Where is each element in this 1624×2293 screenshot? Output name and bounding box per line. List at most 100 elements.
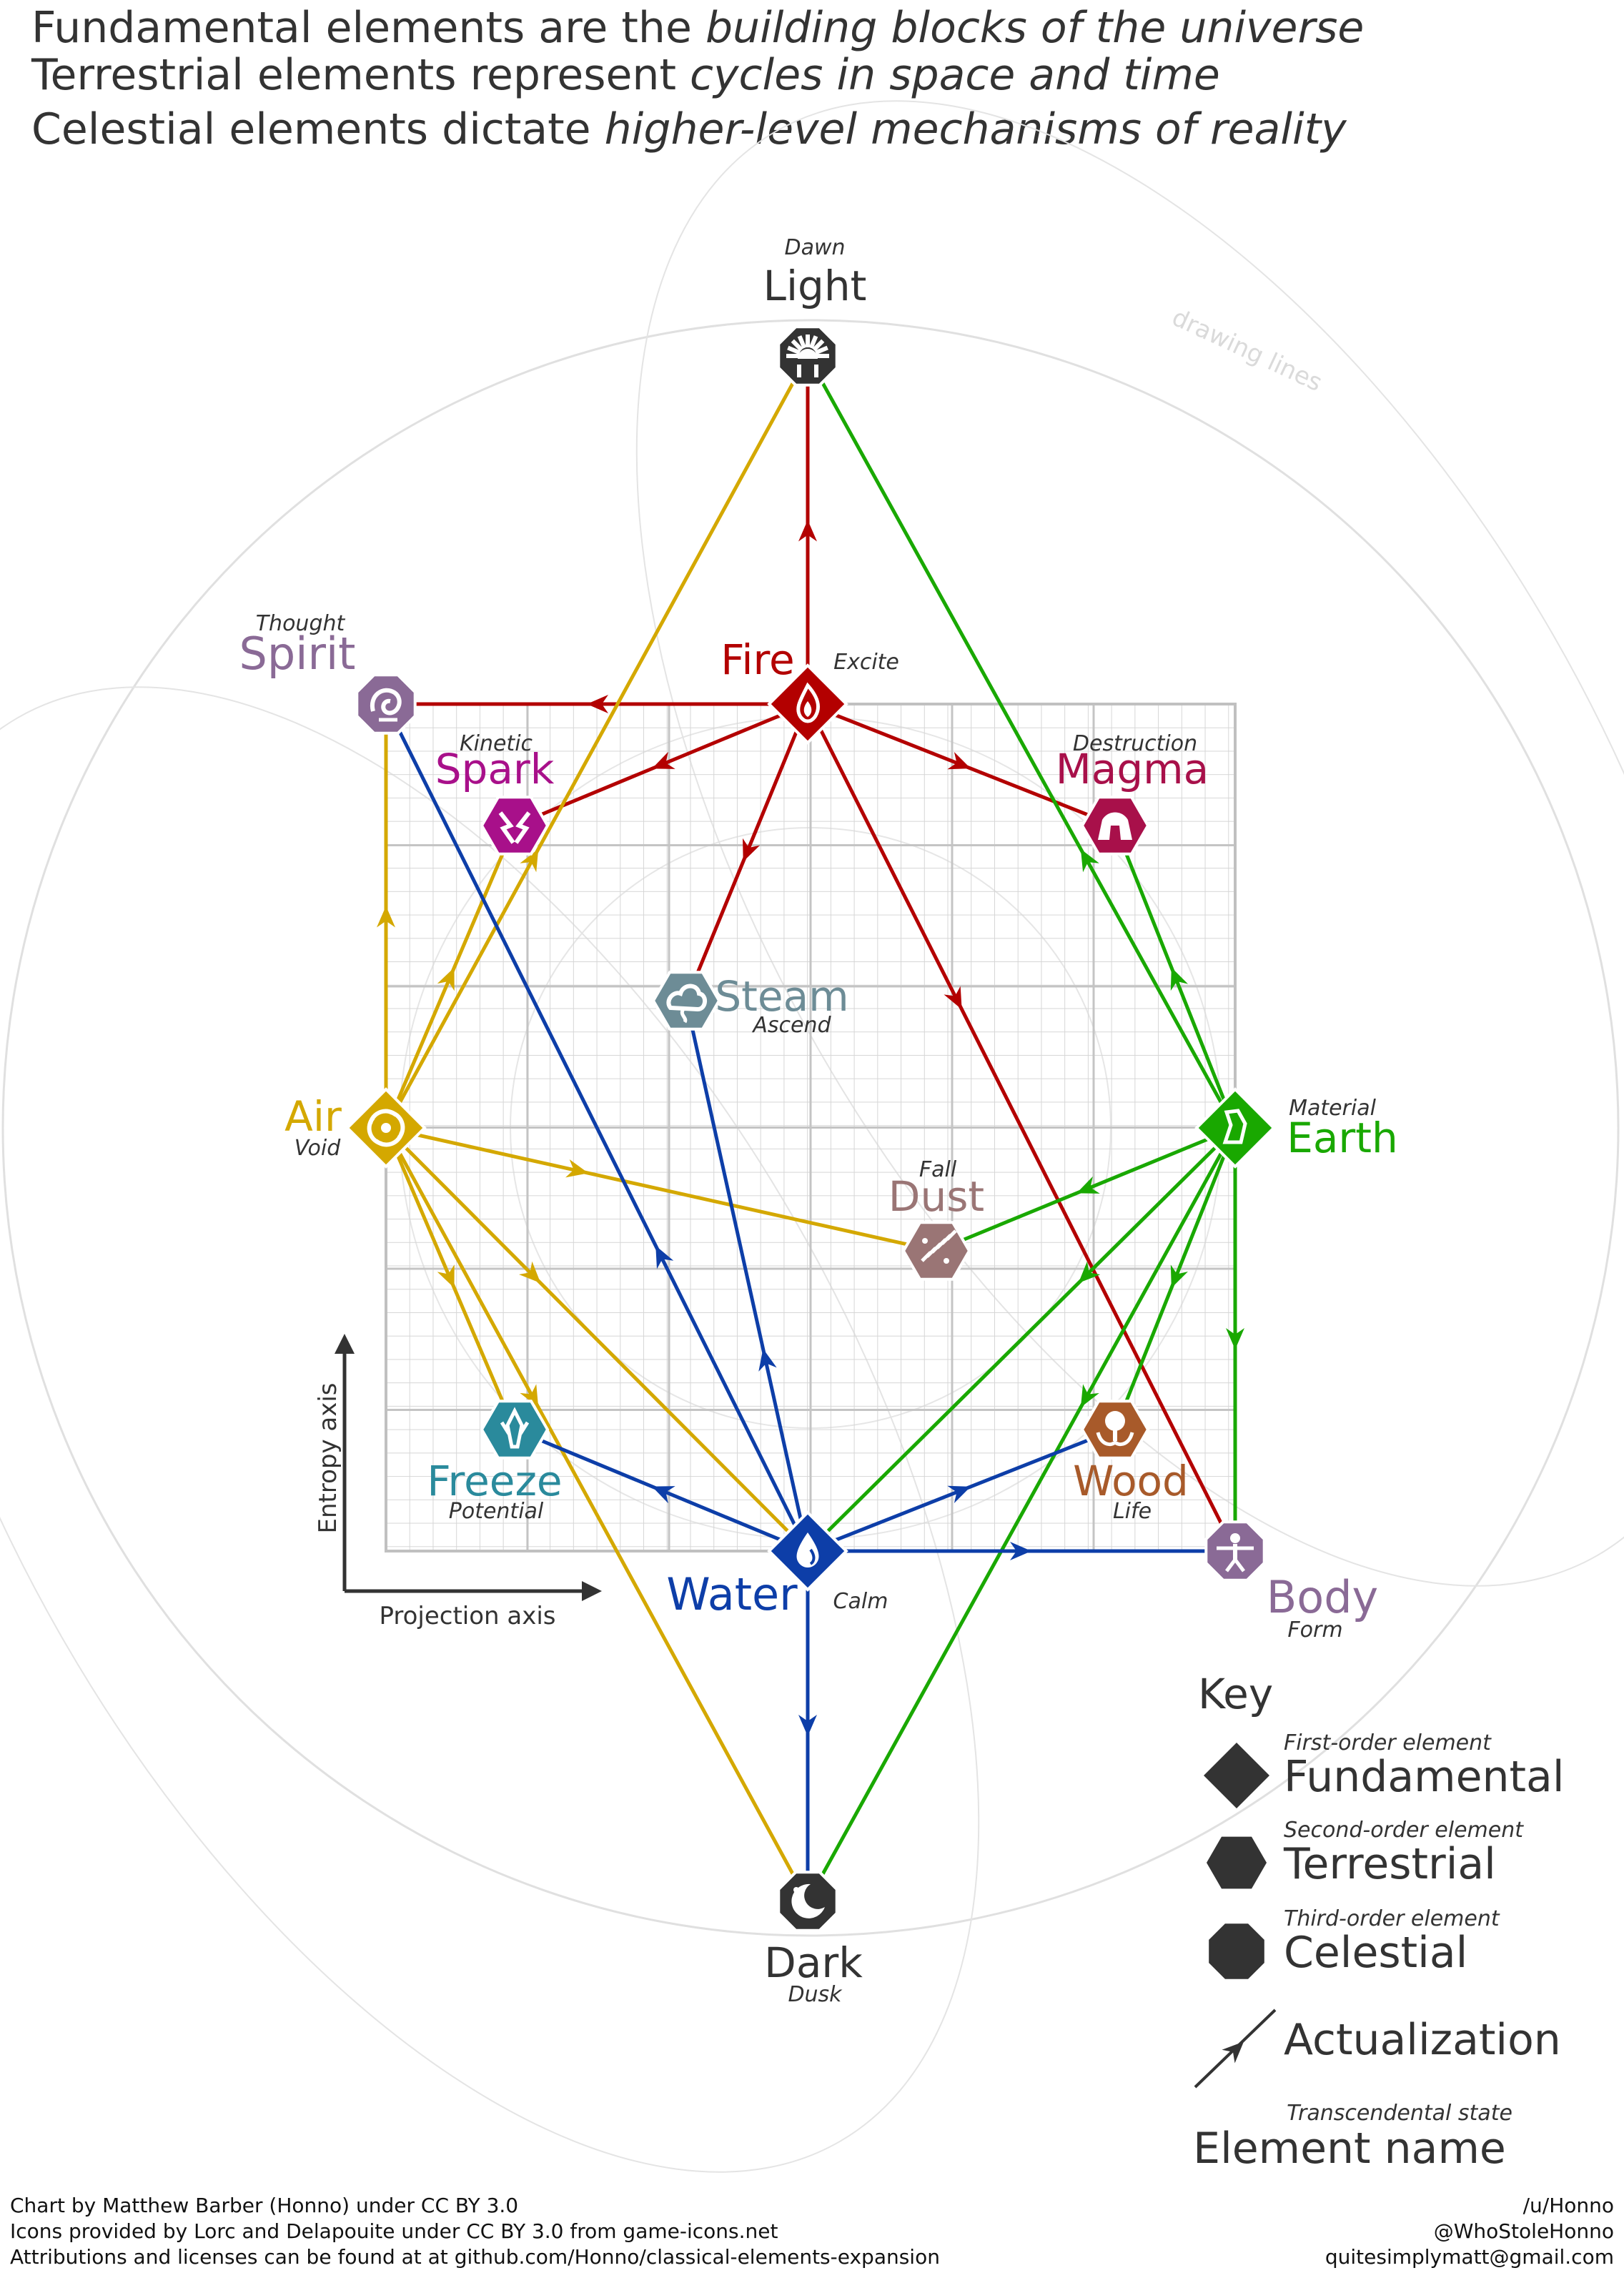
key-actualization-arrow-icon — [1222, 2041, 1244, 2064]
drawing-lines-label: drawing lines — [1167, 303, 1326, 397]
spark-state-label: Kinetic — [460, 731, 533, 756]
header-line-2: Terrestrial elements represent cycles in… — [31, 50, 1220, 100]
water-label: Water — [666, 1568, 798, 1620]
tree-hands-icon — [1096, 1411, 1134, 1447]
light-state-label: Dawn — [784, 235, 845, 260]
key-terrestrial-hexagon — [1207, 1836, 1267, 1889]
actualization-arrow — [565, 1159, 589, 1178]
actualization-arrow — [1010, 1542, 1031, 1560]
water-state-label: Calm — [833, 1589, 888, 1614]
fire-label: Fire — [721, 635, 795, 684]
actualization-arrow — [652, 751, 675, 769]
contact-line: @WhoStoleHonno — [1433, 2219, 1614, 2243]
earth-node-shape — [1194, 1087, 1276, 1169]
actualization-arrow — [587, 695, 608, 713]
key-element-name: Element name — [1193, 2124, 1506, 2174]
dust-node — [901, 1221, 971, 1281]
wood-state-label: Life — [1113, 1499, 1152, 1524]
actualization-arrow — [743, 838, 761, 862]
steam-node — [651, 971, 721, 1031]
contact-line: quitesimplymatt@gmail.com — [1325, 2245, 1614, 2269]
connection-air-light — [384, 355, 810, 1129]
connection-water-steam — [684, 1000, 810, 1552]
projection-axis-arrowhead — [582, 1581, 602, 1601]
freeze-label: Freeze — [427, 1457, 562, 1505]
lava-cave-icon — [1098, 812, 1132, 840]
header-line-3: Celestial elements dictate higher-level … — [31, 104, 1347, 154]
air-label: Air — [284, 1092, 342, 1141]
actualization-arrow — [1076, 1176, 1100, 1194]
connection-water-spirit — [384, 703, 810, 1552]
actualization-arrow — [655, 1245, 674, 1269]
connection-earth-light — [806, 355, 1237, 1129]
steam-state-label: Ascend — [751, 1013, 831, 1038]
sunburst-icon — [786, 335, 829, 377]
actualization-arrow — [944, 986, 962, 1010]
dust-particles-icon — [921, 1229, 957, 1264]
actualization-arrow — [798, 520, 817, 542]
water-drop-icon — [796, 1532, 819, 1568]
actualization-arrow — [1226, 1328, 1244, 1349]
flame-icon — [796, 682, 821, 723]
dark-state-label: Dusk — [788, 1982, 843, 2007]
vitruvian-man-icon — [1217, 1533, 1254, 1573]
actualization-arrow — [437, 1264, 455, 1288]
dust-node-shape — [901, 1221, 971, 1281]
actualization-arrow — [947, 1485, 971, 1503]
spark-node-shape — [480, 796, 550, 856]
magma-state-label: Destruction — [1073, 731, 1197, 756]
element-labels: LightDawnDarkDuskSpiritThoughtBodyFormFi… — [239, 235, 1398, 2007]
header-line-1: Fundamental elements are the building bl… — [31, 3, 1365, 53]
contact-footer: /u/Honno @WhoStoleHonno quitesimplymatt@… — [1325, 2193, 1614, 2270]
key-item-label: Actualization — [1284, 2015, 1561, 2065]
dust-state-label: Fall — [919, 1157, 957, 1182]
spirit-swirl-icon — [370, 688, 402, 722]
whirlwind-icon — [367, 1109, 405, 1147]
wood-label: Wood — [1073, 1457, 1189, 1505]
actualization-arrow — [1170, 967, 1188, 991]
key-item-subtitle: First-order element — [1284, 1730, 1492, 1755]
credits-footer: Chart by Matthew Barber (Honno) under CC… — [10, 2193, 940, 2270]
projection-axis-label: Projection axis — [379, 1602, 555, 1630]
key-state-subtitle: Transcendental state — [1287, 2101, 1512, 2126]
connection-earth-water — [806, 1126, 1237, 1552]
earth-state-label: Material — [1289, 1096, 1377, 1121]
spark-label: Spark — [435, 745, 555, 793]
steam-node-shape — [651, 971, 721, 1031]
spirit-label: Spirit — [239, 628, 356, 680]
key-item-label: Celestial — [1284, 1928, 1467, 1978]
body-node — [1204, 1520, 1266, 1582]
actualization-arrow — [518, 1261, 541, 1284]
element-diagram: drawing lines LightDawnDarkDuskSpiritTho… — [0, 100, 1624, 2174]
ice-crystal-icon — [500, 1407, 530, 1449]
actualization-arrow — [947, 752, 971, 770]
key-item-subtitle: Second-order element — [1284, 1818, 1524, 1843]
dark-node — [777, 1871, 838, 1932]
key-item-label: Terrestrial — [1283, 1839, 1496, 1889]
actualization-arrow — [377, 906, 395, 928]
actualization-arrow — [1078, 1261, 1101, 1284]
freeze-node — [480, 1400, 550, 1460]
dust-label: Dust — [888, 1172, 984, 1221]
spirit-node — [355, 673, 417, 735]
connection-lines — [377, 355, 1244, 1903]
credit-line: Attributions and licenses can be found a… — [10, 2245, 940, 2269]
key-item-label: Fundamental — [1284, 1752, 1565, 1802]
body-label: Body — [1267, 1571, 1379, 1623]
key-title: Key — [1198, 1670, 1273, 1718]
steam-label: Steam — [715, 972, 848, 1021]
dark-node-shape — [777, 1871, 838, 1932]
crescent-moon-icon — [791, 1883, 825, 1918]
earth-node — [1194, 1087, 1276, 1169]
drawing-circle — [1, 319, 1620, 1937]
entropy-axis-arrowhead — [335, 1334, 355, 1354]
dark-label: Dark — [764, 1938, 863, 1987]
connection-air-dark — [384, 1126, 810, 1903]
freeze-node-shape — [480, 1400, 550, 1460]
actualization-arrow — [520, 1384, 539, 1407]
connection-air-dust — [385, 1126, 937, 1253]
actualization-arrow — [652, 1486, 675, 1504]
actualization-arrow — [437, 967, 455, 991]
